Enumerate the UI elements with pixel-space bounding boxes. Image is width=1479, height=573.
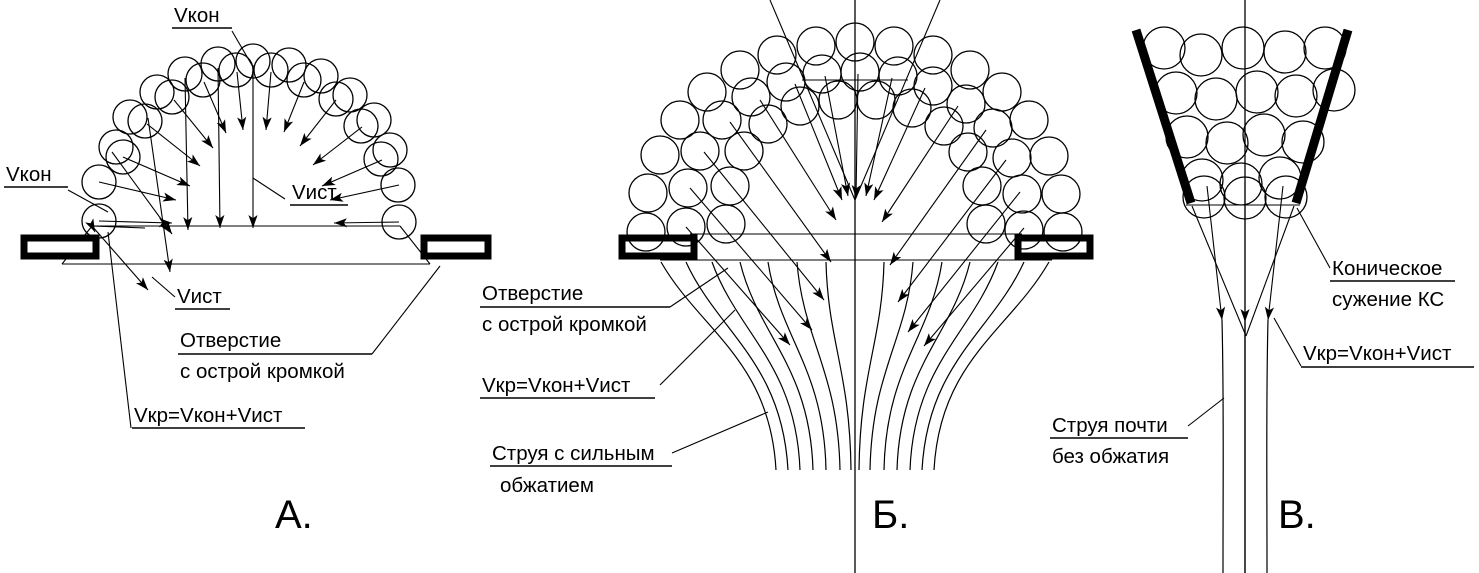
label-v-kon-top: Vкон: [174, 4, 220, 27]
label-jet-no-compression-line1: Струя почти: [1052, 414, 1168, 437]
panel-letter-a: А.: [275, 493, 313, 537]
label-v-kr-sum: Vкр=Vкон+Vист: [482, 374, 631, 397]
panel-a-plate-right: [420, 234, 492, 260]
panel-a-velocity-triangle: [85, 218, 149, 291]
label-v-kr-sum: Vкр=Vкон+Vист: [134, 404, 283, 427]
label-v-ist-right: Vист: [292, 181, 337, 204]
panel-b-particle-circles: [626, 22, 1083, 252]
panel-v-particle-circles: [1142, 26, 1356, 220]
label-jet-strong-compression-line1: Струя с сильным: [492, 442, 655, 465]
label-conical-narrowing-line1: Коническое: [1332, 257, 1442, 280]
panel-b-plate-outline: [660, 233, 1052, 261]
panel-v-cone-wall-right: [1291, 28, 1353, 205]
panel-v-convergence-guides: [1191, 205, 1295, 337]
panel-a-labels: Vкон Vкон Vист Vист Отверстие с острой к…: [4, 4, 372, 429]
panel-a-group: Vкон Vкон Vист Vист Отверстие с острой к…: [4, 4, 492, 537]
panel-b-velocity-arrows: [685, 73, 1025, 347]
label-hole-sharp-edge-line2: с острой кромкой: [180, 360, 345, 383]
panel-b-plate-right: [1014, 234, 1094, 260]
label-v-kon-left: Vкон: [6, 163, 52, 186]
label-v-ist-low: Vист: [177, 285, 222, 308]
panel-a-plate-left: [20, 234, 100, 260]
panel-a-vkon-long-arrows: [111, 117, 173, 273]
panel-b-group: Отверстие с острой кромкой Vкр=Vкон+Vист…: [480, 0, 1094, 573]
label-hole-sharp-edge-line2: с острой кромкой: [482, 313, 647, 336]
panel-letter-b: Б.: [872, 493, 909, 537]
panel-b-labels: Отверстие с острой кромкой Vкр=Vкон+Vист…: [480, 282, 672, 497]
label-v-kr-sum: Vкр=Vкон+Vист: [1303, 342, 1452, 365]
label-hole-sharp-edge-line1: Отверстие: [180, 329, 281, 352]
label-conical-narrowing-line2: сужение КС: [1332, 288, 1444, 311]
panel-a-velocity-arrows: [98, 71, 400, 228]
panel-b-convergence-guides: [769, 0, 941, 201]
panel-letter-v: В.: [1278, 493, 1316, 537]
panel-a-leaders: [67, 30, 441, 429]
panel-a-plate-outline: [61, 225, 431, 265]
panel-b-jet-streamlines: [660, 261, 1050, 471]
label-jet-strong-compression-line2: обжатием: [500, 474, 594, 497]
panel-v-velocity-arrows: [1206, 182, 1284, 322]
panel-v-group: Коническое сужение КС Vкр=Vкон+Vист Стру…: [1050, 0, 1474, 573]
panel-a-vist-arrows: [183, 65, 258, 231]
panel-b-leaders: [659, 267, 769, 454]
panel-a-particle-circles: [81, 43, 417, 240]
label-hole-sharp-edge-line1: Отверстие: [482, 282, 583, 305]
panel-v-leaders: [1187, 207, 1331, 427]
label-jet-no-compression-line2: без обжатия: [1052, 445, 1169, 468]
panel-v-labels: Коническое сужение КС Vкр=Vкон+Vист Стру…: [1050, 257, 1474, 468]
panel-v-jet-streamlines: [1221, 319, 1269, 573]
